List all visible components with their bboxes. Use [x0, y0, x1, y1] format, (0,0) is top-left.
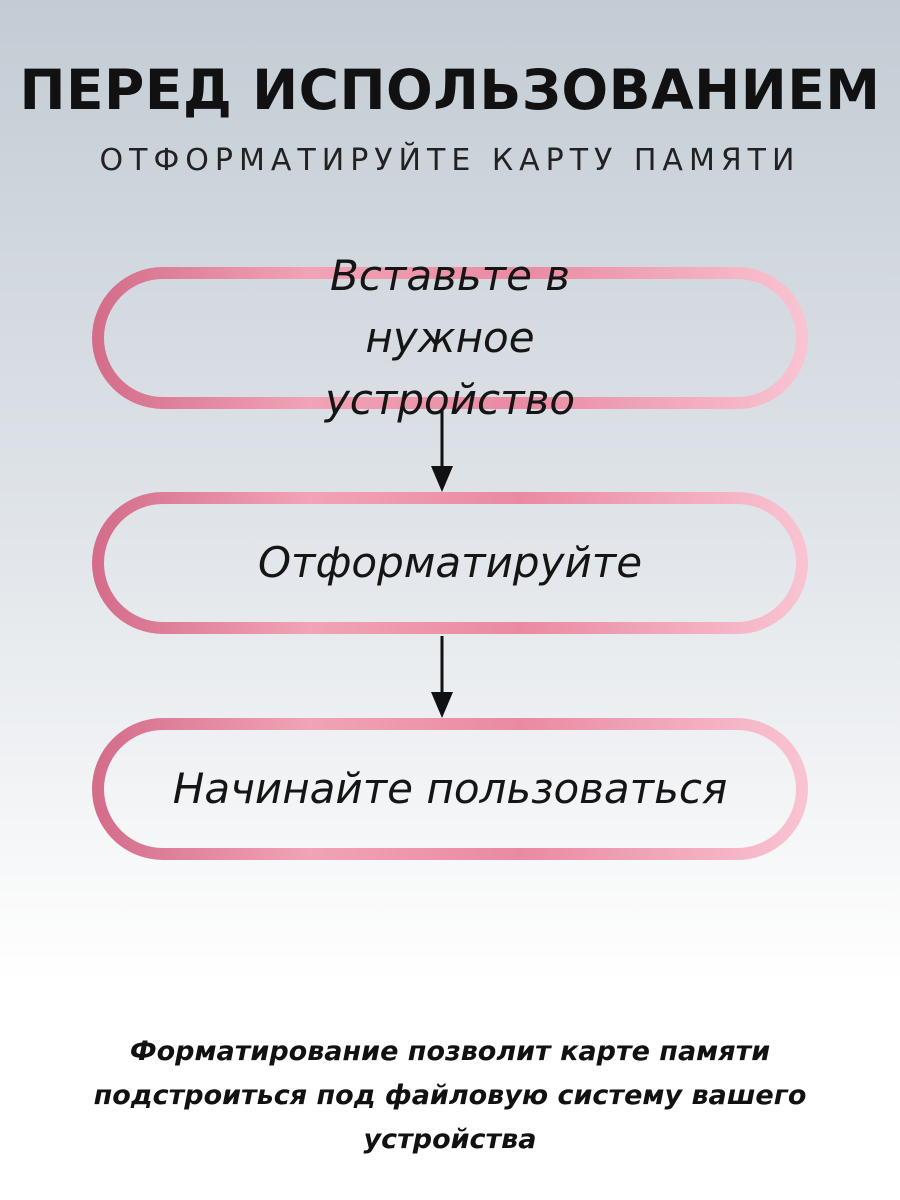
- step-3-label: Начинайте пользоваться: [172, 764, 728, 813]
- page-title: ПЕРЕД ИСПОЛЬЗОВАНИЕМ: [19, 58, 881, 122]
- arrow-down-icon: [431, 636, 453, 718]
- step-3-pill: [92, 718, 808, 860]
- step-2-label: Отформатируйте: [257, 538, 643, 587]
- step-2-pill: [92, 492, 808, 634]
- footer-note: Форматирование позволит карте памяти под…: [93, 1036, 807, 1155]
- step-1-pill: [92, 267, 808, 409]
- arrow-down-icon: [431, 410, 453, 492]
- step-1-label: Вставьте в нужное устройство: [324, 251, 576, 424]
- page-subtitle: ОТФОРМАТИРУЙТЕ КАРТУ ПАМЯТИ: [99, 143, 801, 178]
